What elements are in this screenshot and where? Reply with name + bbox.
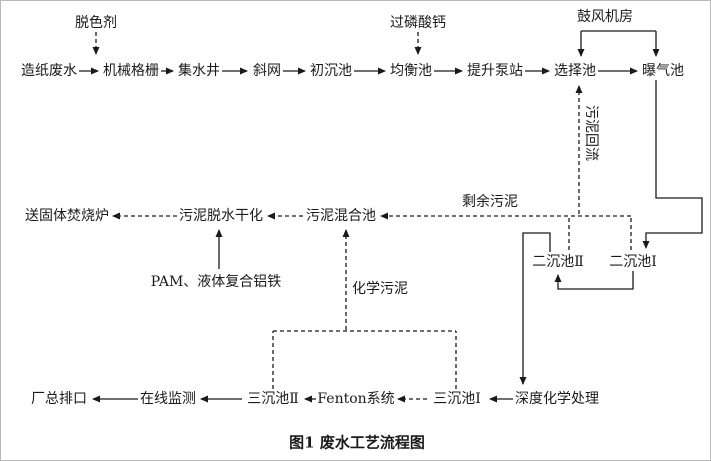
- node-selection-tank: 选择池: [554, 62, 596, 79]
- node-equalization-tank: 均衡池: [390, 62, 432, 79]
- node-decolorizer: 脱色剂: [75, 14, 117, 31]
- node-tertiary-tank-1: 三沉池Ⅰ: [433, 390, 481, 407]
- node-incinerator: 送固体焚烧炉: [25, 207, 109, 224]
- figure-caption: 图1 废水工艺流程图: [289, 433, 425, 452]
- node-blower-room: 鼓风机房: [577, 8, 633, 25]
- node-sludge-dewatering: 污泥脱水干化: [179, 207, 263, 224]
- label-excess-sludge: 剩余污泥: [462, 193, 518, 210]
- arrow-secondary-tank-1-to-secondary-tank-2: [554, 271, 634, 290]
- node-sludge-mixing-tank: 污泥混合池: [306, 207, 376, 224]
- node-lift-pump-station: 提升泵站: [467, 62, 523, 79]
- node-inclined-screen: 斜网: [253, 62, 281, 79]
- node-superphosphate: 过磷酸钙: [390, 14, 446, 31]
- node-tertiary-tank-2: 三沉池Ⅱ: [247, 390, 299, 407]
- node-aeration-tank: 曝气池: [642, 62, 684, 79]
- label-sludge-return: 污泥回流: [583, 105, 600, 161]
- arrow-secondary-tank-2-to-advanced-treatment: [519, 232, 551, 385]
- node-secondary-tank-1: 二沉池Ⅰ: [609, 253, 657, 270]
- node-advanced-treatment: 深度化学处理: [515, 390, 599, 407]
- label-chemical-sludge: 化学污泥: [352, 280, 408, 297]
- node-secondary-tank-2: 二沉池Ⅱ: [532, 253, 584, 270]
- node-collection-well: 集水井: [178, 62, 220, 79]
- node-primary-tank: 初沉池: [310, 62, 352, 79]
- solid-flow-arrows: [79, 30, 703, 403]
- node-outlet: 厂总排口: [31, 390, 87, 407]
- node-pam-agent: PAM、液体复合铝铁: [150, 273, 282, 290]
- node-online-monitoring: 在线监测: [140, 390, 196, 407]
- arrow-aeration-tank-to-secondary-tank-1: [642, 80, 703, 249]
- dashed-sludge-arrows: [92, 32, 632, 403]
- node-paper-wastewater: 造纸废水: [21, 62, 77, 79]
- node-mechanical-screen: 机械格栅: [103, 62, 159, 79]
- node-fenton-system: Fenton系统: [317, 390, 395, 407]
